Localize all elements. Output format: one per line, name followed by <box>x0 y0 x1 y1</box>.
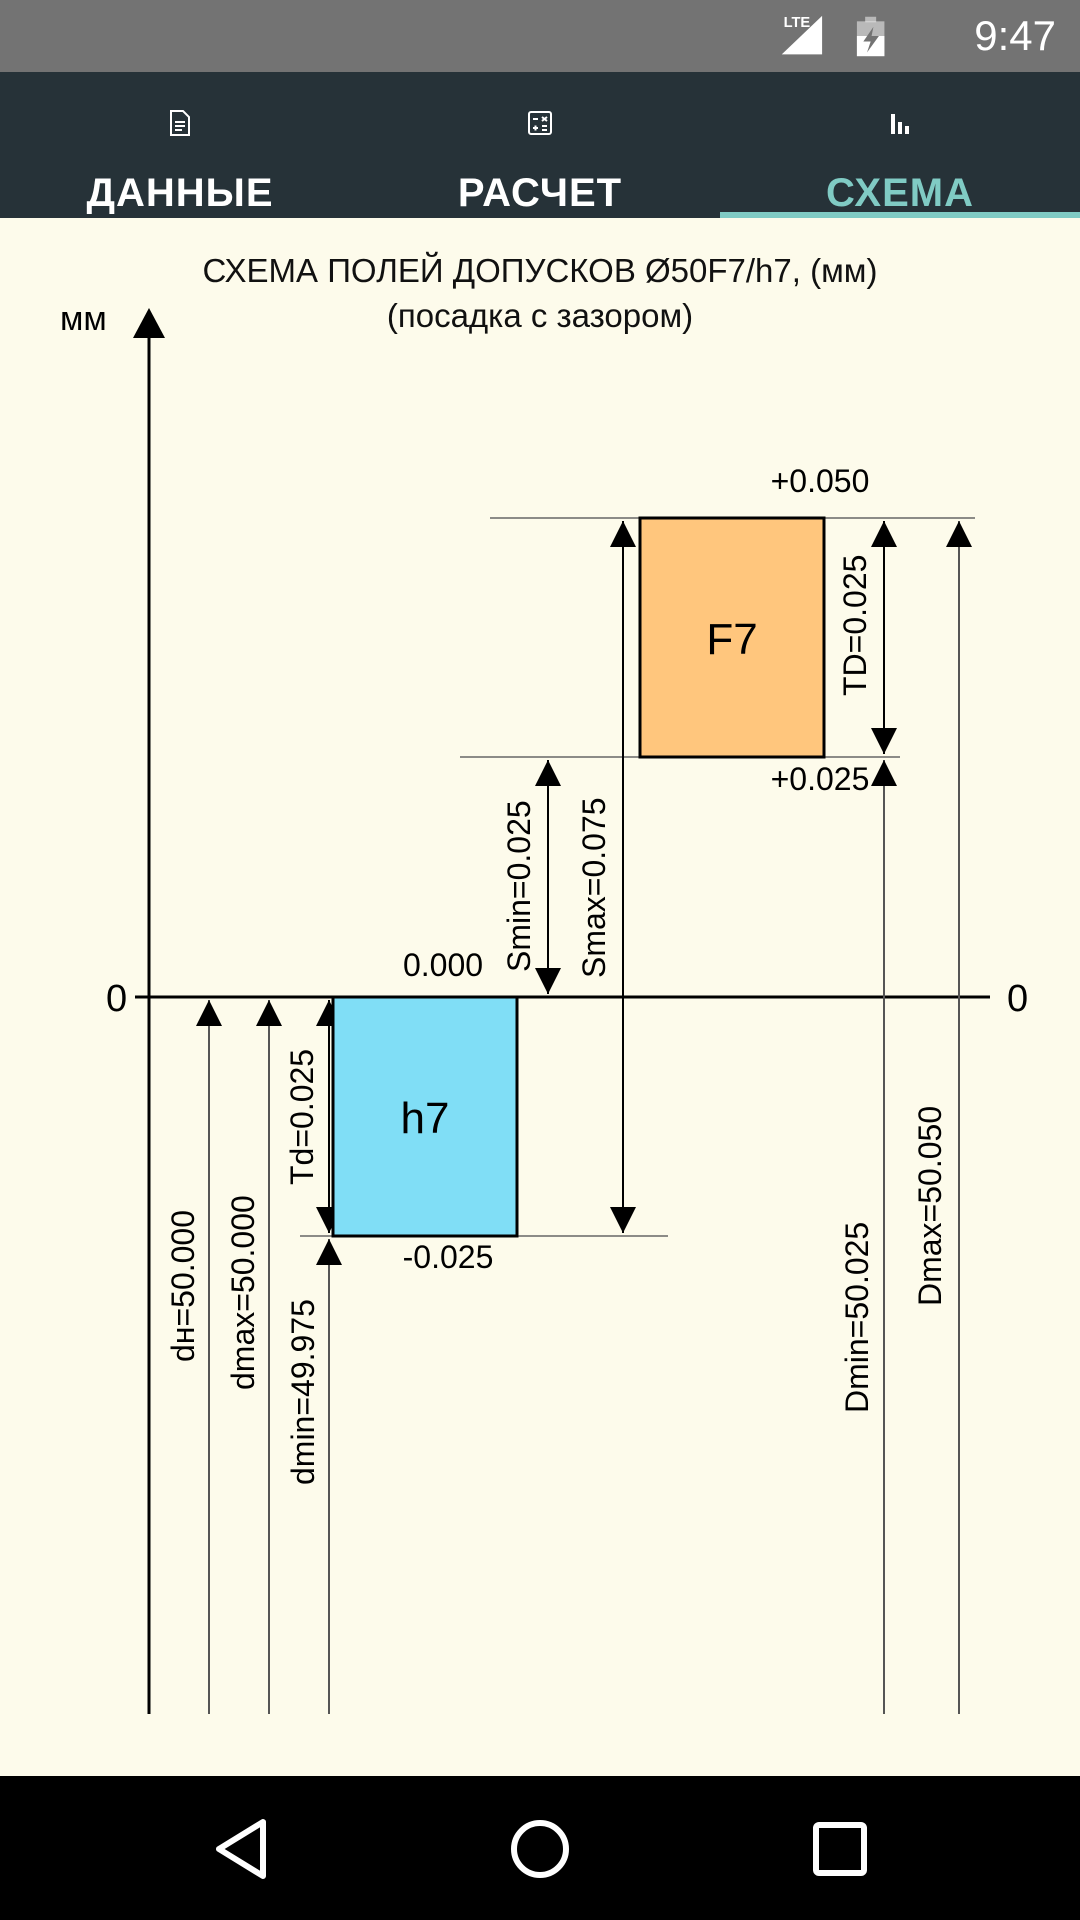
Dmin-label: Dmin=50.025 <box>839 1222 875 1413</box>
hole-tolerance-field <box>638 516 826 759</box>
hole-upper-deviation: +0.050 <box>771 463 870 499</box>
tab-calculation[interactable]: РАСЧЕТ <box>360 72 720 218</box>
document-icon <box>170 110 190 136</box>
tab-calculation-label: РАСЧЕТ <box>457 171 623 215</box>
hole-lower-deviation: +0.025 <box>771 761 870 797</box>
hole-tolerance-label: TD=0.025 <box>837 555 873 696</box>
tab-scheme-label: СХЕМА <box>826 171 974 215</box>
zero-label-left: 0 <box>106 978 127 1020</box>
tab-scheme[interactable]: СХЕМА <box>720 72 1080 218</box>
tab-data-label: ДАННЫЕ <box>86 171 274 215</box>
diagram-title: СХЕМА ПОЛЕЙ ДОПУСКОВ Ø50F7/h7, (мм) <box>203 252 878 289</box>
dmin-label: dmin=49.975 <box>285 1299 321 1485</box>
smax-label: Smax=0.075 <box>576 797 612 978</box>
dmax-label: dmax=50.000 <box>225 1195 261 1390</box>
status-bar: LTE 9:47 <box>0 0 1080 72</box>
Dmax-label: Dmax=50.050 <box>912 1106 948 1306</box>
shaft-lower-deviation: -0.025 <box>403 1239 494 1275</box>
shaft-field-label: h7 <box>401 1094 450 1143</box>
shaft-upper-deviation: 0.000 <box>403 947 483 983</box>
svg-text:LTE: LTE <box>784 15 811 31</box>
zero-label-right: 0 <box>1007 978 1028 1020</box>
status-time: 9:47 <box>974 12 1056 59</box>
tab-bar: ДАННЫЕ РАСЧЕТ СХЕМА <box>0 72 1080 218</box>
axis-arrow <box>133 308 165 338</box>
smin-label: Smin=0.025 <box>501 800 537 972</box>
bar-chart-icon <box>891 114 909 134</box>
tolerance-scheme: СХЕМА ПОЛЕЙ ДОПУСКОВ Ø50F7/h7, (мм) (пос… <box>0 218 1080 1776</box>
recents-icon[interactable] <box>800 1814 880 1884</box>
status-icons: LTE <box>781 15 885 57</box>
active-tab-indicator <box>720 212 1080 218</box>
axis-unit-label: мм <box>60 300 107 338</box>
home-icon[interactable] <box>500 1814 580 1884</box>
tab-data[interactable]: ДАННЫЕ <box>0 72 360 218</box>
tolerance-diagram: СХЕМА ПОЛЕЙ ДОПУСКОВ Ø50F7/h7, (мм) (пос… <box>60 252 1028 1714</box>
calculator-icon <box>528 111 552 135</box>
back-icon[interactable] <box>201 1814 281 1884</box>
battery-charging-icon <box>856 16 885 57</box>
shaft-tolerance-label: Td=0.025 <box>284 1049 320 1185</box>
nominal-diameter-label: dн=50.000 <box>165 1210 201 1362</box>
lte-signal-icon: LTE <box>781 15 823 55</box>
navigation-bar <box>0 1776 1080 1920</box>
diagram-subtitle: (посадка с зазором) <box>387 297 693 334</box>
shaft-tolerance-field <box>331 995 519 1238</box>
hole-field-label: F7 <box>706 615 757 664</box>
